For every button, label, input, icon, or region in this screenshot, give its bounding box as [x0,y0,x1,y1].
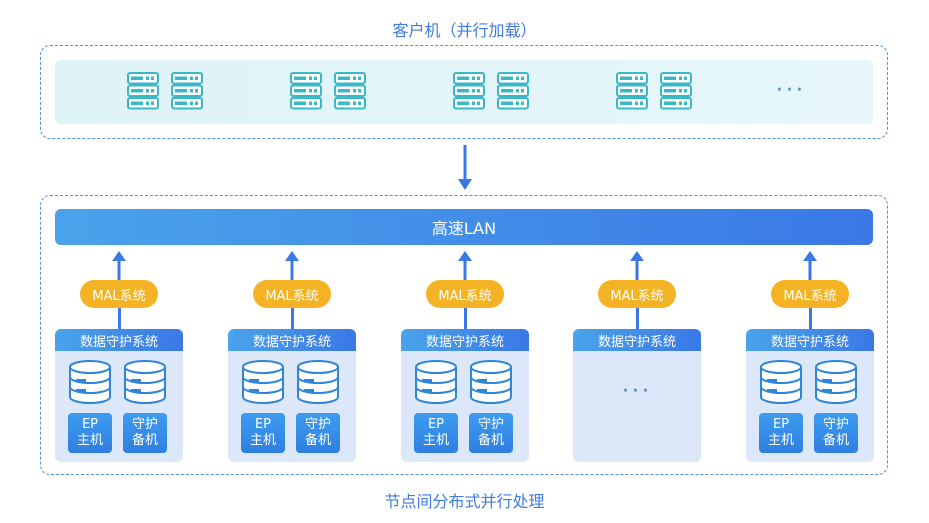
node-ellipsis: ··· [622,379,652,404]
database-icon [241,359,285,405]
arrow-up-icon [803,251,817,281]
arrow-up-icon [458,251,472,281]
mal-system-label: MAL系统 [80,280,158,308]
mal-system-label: MAL系统 [598,280,676,308]
node-header: 数据守护系统 [55,329,183,351]
arrow-up-icon [112,251,126,281]
data-guard-node: 数据守护系统 ··· [573,329,701,462]
arrow-up-icon [285,251,299,281]
node-header: 数据守护系统 [573,329,701,351]
server-icon [453,72,485,110]
connector-line [808,308,812,329]
processing-caption: 节点间分布式并行处理 [384,492,545,511]
server-icon [127,72,159,110]
client-caption: 客户机（并行加载） [392,21,537,40]
database-icon [814,359,858,405]
database-icon [469,359,513,405]
connector-line [463,308,467,329]
node-header: 数据守护系统 [401,329,529,351]
high-speed-lan: 高速LAN [55,209,873,245]
database-icon [68,359,112,405]
connector-line [635,308,639,329]
processing-group [40,195,888,475]
arrow-up-icon [630,251,644,281]
server-icon [497,72,529,110]
mal-system-label: MAL系统 [771,280,849,308]
connector-line [117,308,121,329]
server-icon [290,72,322,110]
server-icon [616,72,648,110]
connector-line [290,308,294,329]
mal-system-label: MAL系统 [253,280,331,308]
client-ellipsis: ··· [776,78,806,103]
mal-system-label: MAL系统 [426,280,504,308]
client-group [40,45,888,139]
server-icon [660,72,692,110]
guard-standby-tag: 守护备机 [814,413,858,453]
database-icon [296,359,340,405]
server-icon [334,72,366,110]
guard-standby-tag: 守护备机 [469,413,513,453]
database-icon [759,359,803,405]
server-icon [171,72,203,110]
guard-standby-tag: 守护备机 [123,413,167,453]
arrow-down-icon [458,145,472,190]
database-icon [414,359,458,405]
node-header: 数据守护系统 [228,329,356,351]
guard-standby-tag: 守护备机 [296,413,340,453]
node-header: 数据守护系统 [746,329,874,351]
database-icon [123,359,167,405]
